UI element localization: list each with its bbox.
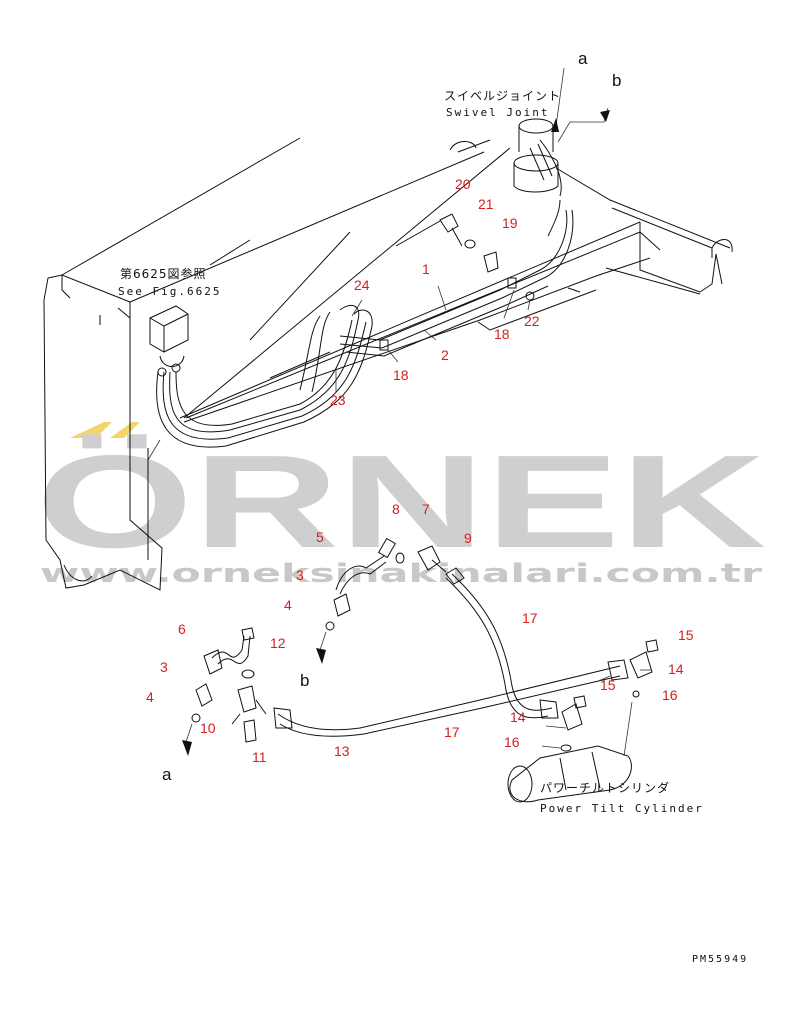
part-number: 18 [393,367,409,383]
part-number: 21 [478,196,494,212]
part-number: 2 [441,347,449,363]
part-numbers: 20 21 19 1 24 2 18 18 22 23 8 7 5 9 3 4 … [146,176,694,765]
callout-a-bottom: a [162,765,172,784]
callout-b-top: b [612,71,621,90]
watermark-brand: ÖRNEK [36,428,766,575]
callouts: a b b a [162,49,621,784]
part-number: 15 [678,627,694,643]
tilt-cylinder-label-jp: パワーチルトシリンダ [540,780,670,795]
part-number: 13 [334,743,350,759]
part-number: 9 [464,530,472,546]
part-number: 3 [296,567,304,583]
part-number: 14 [510,709,526,725]
see-fig-label-en: See Fig.6625 [118,285,221,298]
part-number: 16 [504,734,520,750]
part-number: 4 [284,597,292,613]
see-fig-label-jp: 第6625図参照 [120,266,207,281]
frame-drawing [43,118,733,591]
watermark: ÖRNEK www.orneksinakinalari.com.tr [36,422,766,589]
part-number: 10 [200,720,216,736]
part-number: 17 [522,610,538,626]
upper-hoses [147,67,610,461]
text-labels: スイベルジョイント Swivel Joint 第6625図参照 See Fig.… [118,89,748,965]
tilt-cylinder-label-en: Power Tilt Cylinder [540,802,704,815]
part-number: 5 [316,529,324,545]
part-number: 16 [662,687,678,703]
part-number: 8 [392,501,400,517]
lower-parts [182,537,659,803]
part-number: 11 [252,749,267,765]
part-number: 14 [668,661,684,677]
part-number: 4 [146,689,154,705]
callout-b-bottom: b [300,671,309,690]
swivel-joint-label-jp: スイベルジョイント [444,89,561,103]
part-number: 20 [455,176,471,192]
part-number: 19 [502,215,518,231]
part-number: 24 [354,277,370,293]
part-number: 1 [422,261,430,277]
part-number: 22 [524,313,540,329]
part-number: 7 [422,501,430,517]
callout-a-top: a [578,49,588,68]
part-number: 3 [160,659,168,675]
part-number: 6 [178,621,186,637]
swivel-joint-label-en: Swivel Joint [446,106,549,119]
watermark-accent-left [70,422,112,438]
drawing-code: PM55949 [692,954,748,965]
part-number: 15 [600,677,616,693]
part-number: 12 [270,635,286,651]
part-number: 23 [330,392,346,408]
watermark-accent-right [110,422,140,438]
part-number: 18 [494,326,510,342]
part-number: 17 [444,724,460,740]
